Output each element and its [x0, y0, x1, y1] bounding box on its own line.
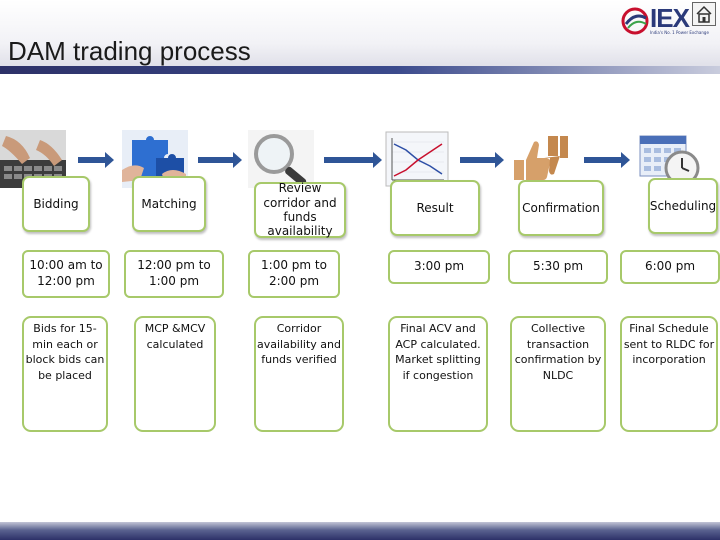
- home-icon: [696, 5, 712, 23]
- flow-arrow: [584, 152, 630, 168]
- step-matching: Matching: [132, 176, 206, 232]
- logo-wordmark: IEX: [650, 3, 690, 33]
- thumbs-image: [508, 130, 574, 188]
- flow-arrow: [78, 152, 114, 168]
- page-title: DAM trading process: [8, 36, 251, 66]
- time-matching: 12:00 pm to 1:00 pm: [124, 250, 224, 298]
- iex-logo: [621, 7, 649, 35]
- step-bidding: Bidding: [22, 176, 90, 232]
- footer-bar: [0, 522, 720, 540]
- graph-image: [384, 130, 450, 188]
- desc-matching: MCP &MCV calculated: [134, 316, 216, 432]
- flow-arrow: [460, 152, 504, 168]
- flow-arrow: [198, 152, 242, 168]
- desc-confirmation: Collective transaction confirmation by N…: [510, 316, 606, 432]
- home-button[interactable]: [692, 2, 716, 26]
- logo-tagline: India's No. 1 Power Exchange: [650, 30, 709, 35]
- desc-result: Final ACV and ACP calculated. Market spl…: [388, 316, 488, 432]
- header-band: [0, 66, 720, 74]
- step-result: Result: [390, 180, 480, 236]
- desc-scheduling: Final Schedule sent to RLDC for incorpor…: [620, 316, 718, 432]
- magnifier-image: [248, 130, 314, 188]
- desc-review: Corridor availability and funds verified: [254, 316, 344, 432]
- step-confirmation: Confirmation: [518, 180, 604, 236]
- flow-arrow: [324, 152, 382, 168]
- time-scheduling: 6:00 pm: [620, 250, 720, 284]
- time-review: 1:00 pm to 2:00 pm: [248, 250, 340, 298]
- time-confirmation: 5:30 pm: [508, 250, 608, 284]
- header-bar: [0, 0, 720, 72]
- step-scheduling: Scheduling: [648, 178, 718, 234]
- time-bidding: 10:00 am to 12:00 pm: [22, 250, 110, 298]
- time-result: 3:00 pm: [388, 250, 490, 284]
- step-review: Review corridor and funds availability: [254, 181, 346, 238]
- desc-bidding: Bids for 15-min each or block bids can b…: [22, 316, 108, 432]
